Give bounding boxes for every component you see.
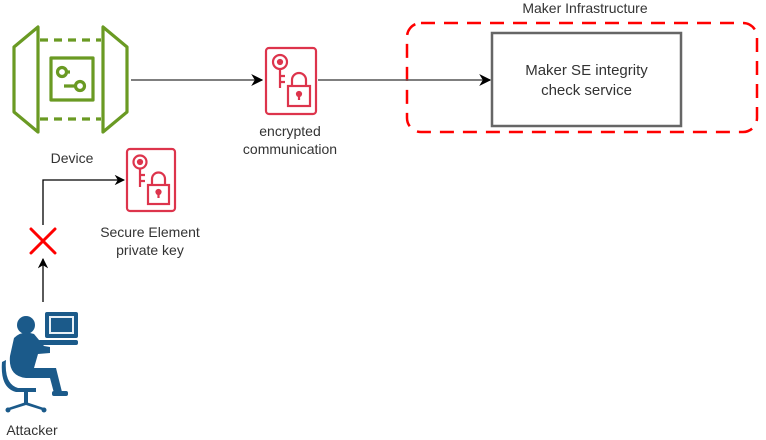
- secure-element-label-2: private key: [116, 242, 184, 258]
- person-at-computer-icon[interactable]: [1, 312, 78, 413]
- device-label: Device: [50, 150, 94, 166]
- secure-element-label-1: Secure Element: [100, 224, 200, 240]
- encrypted-communication-label-1: encrypted: [259, 123, 321, 139]
- integrity-service-label-2: check service: [541, 82, 632, 99]
- attacker-label: Attacker: [6, 422, 58, 438]
- key-lock-icon[interactable]: [264, 46, 318, 116]
- encrypted-communication-label-2: communication: [242, 141, 338, 157]
- maker-infrastructure-container[interactable]: [405, 21, 759, 134]
- maker-infrastructure-label: Maker Infrastructure: [522, 0, 648, 16]
- integrity-service-box[interactable]: [490, 31, 683, 128]
- device-circuit-icon[interactable]: [12, 25, 129, 134]
- integrity-service-label-1: Maker SE integrity: [525, 62, 648, 79]
- cross-icon: [29, 227, 57, 255]
- edge-attacker-to-se-key[interactable]: [42, 174, 126, 225]
- secure-element-key-icon[interactable]: [125, 147, 177, 213]
